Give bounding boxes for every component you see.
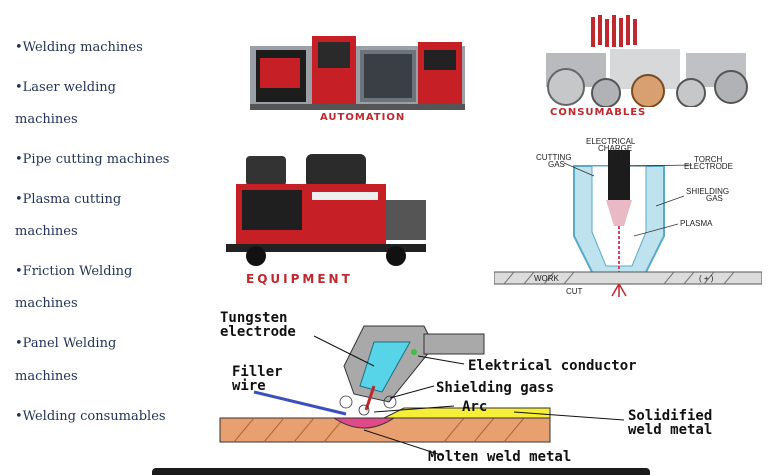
menu-item-plasma-cutting-line2[interactable]: machines [15,224,78,239]
menu-item-plasma-cutting[interactable]: •Plasma cutting [15,192,122,207]
menu-item-laser-welding[interactable]: •Laser welding [15,80,116,95]
menu-item-panel-welding[interactable]: •Panel Welding [15,336,117,351]
plus-label: ( + ) [699,274,714,283]
menu-item-welding-machines[interactable]: •Welding machines [15,40,143,55]
tungsten-label: Tungsten [220,310,287,326]
electrical-charge-label-2: CHARGE [598,144,632,153]
plasma-label: PLASMA [680,219,713,228]
weld-metal-label: weld metal [628,422,712,438]
filler-label: Filler [232,364,283,380]
molten-weld-metal-label: Molten weld metal [428,449,571,465]
torch-electrode-label: TORCH [694,155,723,164]
shielding-gas-label: SHIELDING [686,187,729,196]
automation-machine-illustration [250,36,465,110]
consumables-label: CONSUMABLES [550,107,647,118]
menu-item-friction-welding-line2[interactable]: machines [15,296,78,311]
electrical-charge-label: ELECTRICAL [586,137,636,146]
equipment-illustration [226,154,426,266]
bottom-scroll-bar[interactable] [152,468,650,475]
consumables-illustration [546,15,748,108]
electrode-label: electrode [220,324,296,340]
automation-image[interactable]: AUTOMATION [250,28,465,124]
arc-label: Arc [462,399,487,415]
menu-item-welding-consumables[interactable]: •Welding consumables [15,409,166,424]
electrical-minus-label: ( - ) [610,151,623,160]
equipment-label: EQUIPMENT [246,272,353,286]
plasma-cutting-diagram[interactable]: ELECTRICAL CHARGE ( - ) CUTTING GAS TORC… [494,136,762,298]
cut-label: CUT [566,287,583,296]
menu-item-pipe-cutting[interactable]: •Pipe cutting machines [15,152,170,167]
menu-item-laser-welding-line2[interactable]: machines [15,112,78,127]
work-label: WORK [534,274,560,283]
shielding-gas-label-2: GAS [706,194,723,203]
cutting-gas-label: CUTTING [536,153,572,162]
torch-electrode-label-2: ELECTRODE [684,162,733,171]
equipment-image[interactable]: EQUIPMENT [216,150,441,290]
automation-label: AUTOMATION [320,112,406,123]
consumables-image[interactable]: CONSUMABLES [536,15,756,120]
shielding-gass-label: Shielding gass [436,380,554,396]
elektrical-conductor-label: Elektrical conductor [468,358,637,374]
menu-item-panel-welding-line2[interactable]: machines [15,369,78,384]
menu-item-friction-welding[interactable]: •Friction Welding [15,264,133,279]
wire-label: wire [232,378,266,394]
cutting-gas-label-2: GAS [548,160,565,169]
solidified-label: Solidified [628,408,712,424]
tig-welding-diagram[interactable]: Tungsten electrode Elektrical conductor … [214,306,754,466]
